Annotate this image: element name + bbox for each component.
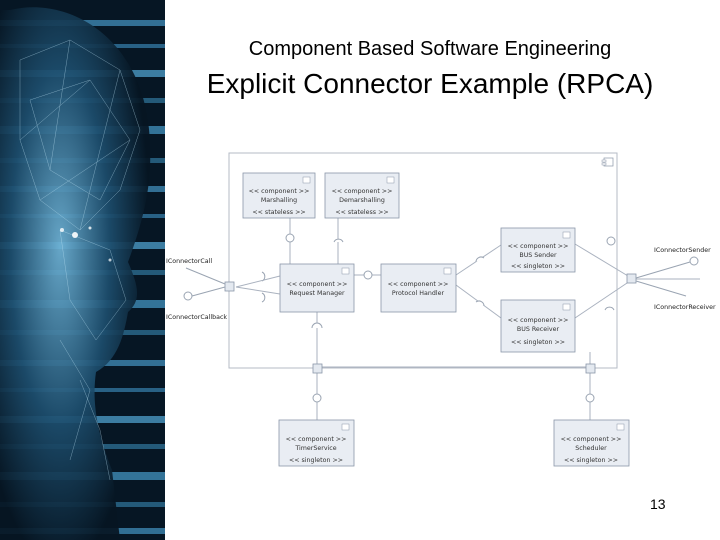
timer-service-name: TimerService	[294, 445, 336, 452]
component-scheduler: << component >> Scheduler << singleton >…	[553, 419, 630, 467]
protocol-handler-name: Protocol Handler	[392, 290, 445, 297]
scheduler-tag: << singleton >>	[564, 457, 618, 464]
protocol-handler-stereotype: << component >>	[388, 281, 449, 288]
external-interfaces	[185, 256, 699, 297]
request-manager-stereotype: << component >>	[287, 281, 348, 288]
slide-title: Explicit Connector Example (RPCA)	[206, 68, 654, 99]
component-timer-service: << component >> TimerService << singleto…	[278, 419, 355, 467]
request-manager-name: Request Manager	[289, 290, 345, 297]
demarshalling-name: Demarshalling	[339, 197, 385, 204]
demarshalling-stereotype: << component >>	[332, 188, 393, 195]
interface-glyphs	[183, 233, 616, 403]
component-bus-receiver: << component >> BUS Receiver << singleto…	[500, 299, 576, 353]
bus-receiver-stereotype: << component >>	[508, 317, 569, 324]
component-marshalling: << component >> Marshalling << stateless…	[242, 172, 316, 219]
component-icon	[601, 157, 614, 167]
demarshalling-tag: << stateless >>	[335, 209, 388, 216]
bus-receiver-tag: << singleton >>	[511, 339, 565, 346]
page-number: 13	[650, 496, 666, 512]
marshalling-name: Marshalling	[261, 197, 297, 204]
scheduler-stereotype: << component >>	[561, 436, 622, 443]
component-protocol-handler: << component >> Protocol Handler	[380, 263, 457, 313]
bus-receiver-name: BUS Receiver	[517, 326, 560, 333]
head-artwork	[0, 0, 165, 540]
bus-sender-tag: << singleton >>	[511, 263, 565, 270]
port-label-connector-receiver: IConnectorReceiver	[654, 304, 716, 311]
bus-sender-name: BUS Sender	[519, 252, 557, 259]
timer-service-stereotype: << component >>	[286, 436, 347, 443]
scheduler-name: Scheduler	[575, 445, 607, 452]
marshalling-stereotype: << component >>	[249, 188, 310, 195]
port-label-connector-call: IConnectorCall	[166, 258, 212, 265]
boundary-ports	[224, 273, 637, 374]
bus-sender-stereotype: << component >>	[508, 243, 569, 250]
port-label-connector-sender: IConnectorSender	[654, 247, 711, 254]
component-demarshalling: << component >> Demarshalling << statele…	[324, 172, 400, 219]
timer-service-tag: << singleton >>	[289, 457, 343, 464]
component-request-manager: << component >> Request Manager	[279, 263, 355, 313]
marshalling-tag: << stateless >>	[252, 209, 305, 216]
component-bus-sender: << component >> BUS Sender << singleton …	[500, 227, 576, 273]
slide-subtitle: Component Based Software Engineering	[248, 38, 612, 60]
port-label-connector-callback: IConnectorCallback	[166, 314, 227, 321]
